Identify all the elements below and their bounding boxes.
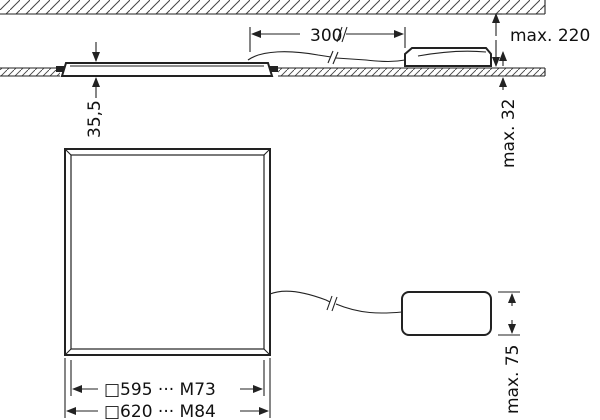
panel-side-view [56, 62, 278, 77]
ceiling-clearance-label: max. 220 [510, 26, 590, 46]
dim-panel-width [64, 358, 271, 418]
dim-panel-depth [86, 42, 106, 98]
cable-front [269, 290, 403, 314]
driver-height-label: max. 32 [499, 99, 519, 168]
dim-driver-height [493, 51, 513, 90]
panel-depth-label: 35,5 [85, 100, 105, 138]
size-620-label: □620 ··· M84 [104, 402, 216, 420]
dim-driver-width [498, 291, 520, 336]
upper-ceiling [0, 0, 546, 15]
panel-front-view [64, 148, 271, 356]
cable-side [247, 50, 406, 65]
cable-length-label: 300 [310, 26, 342, 46]
driver-side-view [404, 47, 492, 67]
size-595-label: □595 ··· M73 [104, 380, 216, 400]
dim-cable-length [249, 26, 406, 52]
dim-ceiling-clearance [490, 13, 502, 67]
driver-width-label: max. 75 [503, 345, 523, 414]
driver-front-view [401, 291, 492, 336]
